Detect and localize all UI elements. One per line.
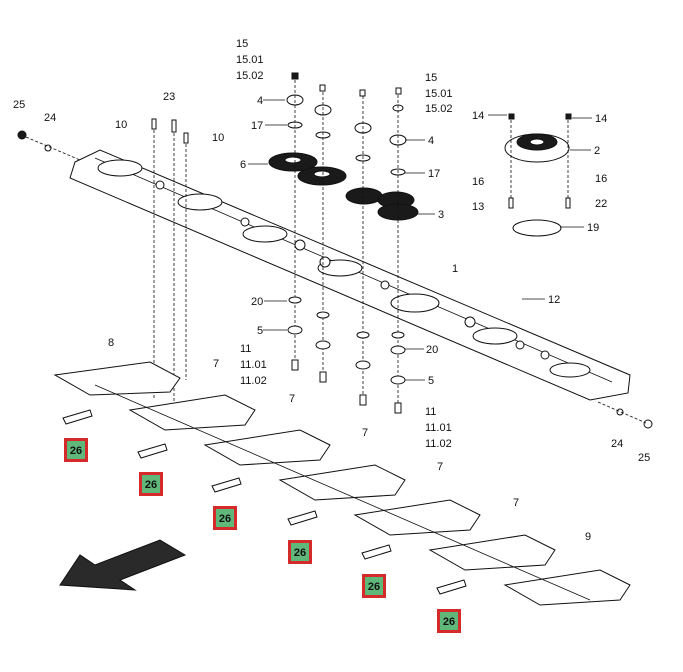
callout-4: 4: [257, 95, 263, 107]
callout-14: 14: [595, 113, 607, 125]
callout-15-01: 15.01: [425, 88, 453, 100]
callout-17: 17: [428, 168, 440, 180]
callout-16: 16: [595, 173, 607, 185]
direction-arrow: [59, 539, 187, 591]
callout-5: 5: [428, 375, 434, 387]
callout-labels: 25 24 10 23 10 15 15.01 15.02 4 17 6 15 …: [13, 38, 650, 543]
callout-8: 8: [108, 337, 114, 349]
callout-11: 11: [425, 406, 436, 418]
callout-7: 7: [213, 358, 219, 370]
callout-19: 19: [587, 222, 599, 234]
svg-text:26: 26: [145, 479, 157, 491]
knife-blades: [53, 361, 631, 606]
callout-14: 14: [472, 110, 484, 122]
callout-15-02: 15.02: [236, 70, 264, 82]
callout-3: 3: [438, 209, 444, 221]
callout-15-01: 15.01: [236, 54, 264, 66]
badge-26[interactable]: 26: [213, 506, 237, 530]
callout-5: 5: [257, 325, 263, 337]
callout-1: 1: [452, 263, 458, 275]
callout-25: 25: [638, 452, 650, 464]
badge-26[interactable]: 26: [362, 574, 386, 598]
callout-10: 10: [115, 119, 127, 131]
callout-11-01: 11.01: [425, 422, 452, 434]
callout-16: 16: [472, 176, 484, 188]
callout-15: 15: [425, 72, 437, 84]
left-bolt-stack: [151, 118, 189, 410]
callout-11: 11: [240, 343, 251, 355]
callout-11-02: 11.02: [240, 375, 267, 387]
gear-stack-left: [268, 72, 318, 371]
callout-25: 25: [13, 99, 25, 111]
hub-assembly: [504, 113, 572, 237]
gear-stack-third: [345, 89, 383, 406]
cutter-bar-housing: [69, 149, 631, 401]
badge-26[interactable]: 26: [437, 609, 461, 633]
svg-text:26: 26: [368, 581, 380, 593]
callout-24: 24: [611, 438, 623, 450]
gear-stack-right: [377, 87, 419, 415]
callout-22: 22: [595, 198, 607, 210]
callout-4: 4: [428, 135, 434, 147]
callout-17: 17: [251, 120, 263, 132]
leader-lines: [248, 99, 592, 381]
callout-15-02: 15.02: [425, 103, 453, 115]
callout-12: 12: [548, 294, 560, 306]
svg-text:26: 26: [70, 445, 82, 457]
callout-13: 13: [472, 201, 484, 213]
callout-7: 7: [437, 461, 443, 473]
callout-10: 10: [212, 132, 224, 144]
badge-26[interactable]: 26: [64, 438, 88, 462]
callout-6: 6: [240, 159, 246, 171]
callout-15: 15: [236, 38, 248, 50]
svg-text:26: 26: [294, 547, 306, 559]
callout-20: 20: [251, 296, 263, 308]
callout-7: 7: [289, 393, 295, 405]
callout-7: 7: [513, 497, 519, 509]
callout-23: 23: [163, 91, 175, 103]
gear-stack-second: [297, 84, 347, 383]
callout-11-02: 11.02: [425, 438, 452, 450]
svg-text:26: 26: [443, 616, 455, 628]
badge-26[interactable]: 26: [288, 540, 312, 564]
svg-text:26: 26: [219, 513, 231, 525]
callout-7: 7: [362, 427, 368, 439]
callout-2: 2: [594, 145, 600, 157]
callout-9: 9: [585, 531, 591, 543]
badge-26[interactable]: 26: [139, 472, 163, 496]
callout-24: 24: [44, 112, 56, 124]
knife-clips: [62, 409, 467, 595]
callout-11-01: 11.01: [240, 359, 267, 371]
callout-20: 20: [426, 344, 438, 356]
end-bolts: [17, 130, 653, 429]
